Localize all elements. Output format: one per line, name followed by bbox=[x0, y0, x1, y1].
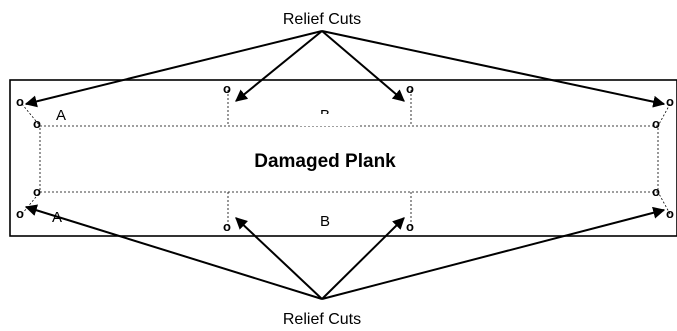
arrow-bottom-to-mid-right bbox=[321, 217, 405, 300]
cut-line-corner-tr bbox=[657, 103, 671, 127]
drill-hole: o bbox=[666, 206, 674, 221]
arrow-top-to-mid-right bbox=[321, 30, 405, 102]
arrow-top-to-mid-left bbox=[235, 30, 323, 102]
drill-hole: o bbox=[223, 81, 231, 96]
arrow-bottom-to-right-corner bbox=[321, 206, 666, 300]
arrow-top-to-left-corner bbox=[24, 30, 323, 108]
bottom-caption: Relief Cuts bbox=[283, 311, 361, 328]
board-outline bbox=[9, 79, 677, 237]
section-letter-a: A bbox=[56, 107, 66, 124]
label-mask bbox=[300, 114, 360, 126]
cut-line-corner-br bbox=[657, 191, 671, 215]
drill-hole: o bbox=[652, 184, 660, 199]
drill-hole: o bbox=[666, 94, 674, 109]
arrow-bottom-to-left-corner bbox=[24, 204, 323, 300]
section-letter-b: B bbox=[320, 213, 330, 230]
drill-hole: o bbox=[16, 94, 24, 109]
drill-hole: o bbox=[33, 116, 41, 131]
plank-label: Damaged Plank bbox=[254, 151, 396, 172]
drill-hole: o bbox=[16, 206, 24, 221]
drill-hole: o bbox=[406, 81, 414, 96]
drill-hole: o bbox=[33, 184, 41, 199]
drill-hole: o bbox=[652, 116, 660, 131]
drill-hole: o bbox=[223, 219, 231, 234]
arrow-bottom-to-mid-left bbox=[235, 217, 323, 300]
top-caption: Relief Cuts bbox=[283, 11, 361, 28]
cut-line-corner-tl bbox=[21, 103, 41, 127]
drill-hole: o bbox=[406, 219, 414, 234]
arrow-top-to-right-corner bbox=[321, 30, 666, 108]
